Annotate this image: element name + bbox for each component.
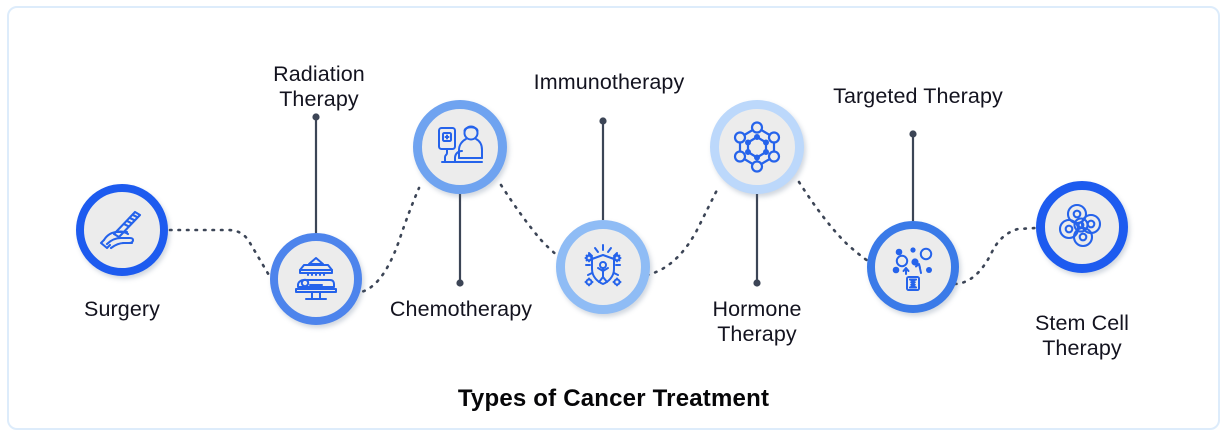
iv-drip-patient-icon (432, 120, 488, 174)
node-label-stem-cell-therapy: Stem Cell Therapy (1034, 311, 1130, 360)
dotted-connector (645, 184, 721, 277)
node-label-targeted-therapy: Targeted Therapy (833, 84, 1003, 108)
node-label-hormone-therapy: Hormone Therapy (712, 297, 802, 346)
node-label-radiation-therapy: Radiation Therapy (273, 62, 365, 111)
leader-dot-chemotherapy (456, 279, 464, 287)
scalpel-hand-icon (95, 203, 149, 257)
dotted-connector (499, 183, 569, 264)
node-label-surgery: Surgery (84, 297, 160, 321)
leader-dot-targeted-therapy (909, 130, 917, 138)
node-hormone-therapy[interactable] (710, 100, 804, 194)
node-label-immunotherapy: Immunotherapy (533, 70, 685, 94)
node-stem-cell-therapy[interactable] (1036, 181, 1128, 273)
immunity-shield-icon (575, 239, 631, 295)
node-radiation-therapy[interactable] (270, 233, 362, 325)
dotted-connector (168, 228, 285, 301)
radiation-machine-icon (288, 253, 344, 305)
leader-dot-hormone-therapy (753, 279, 761, 287)
node-label-chemotherapy: Chemotherapy (389, 297, 533, 321)
leader-dot-radiation-therapy (312, 113, 320, 121)
molecule-ring-icon (729, 119, 785, 175)
node-chemotherapy[interactable] (413, 100, 507, 194)
dotted-connector (797, 180, 880, 269)
node-surgery[interactable] (76, 184, 168, 276)
stem-cells-icon (1055, 200, 1109, 254)
node-immunotherapy[interactable] (556, 220, 650, 314)
node-targeted-therapy[interactable] (867, 221, 959, 313)
targeted-cells-dna-icon (886, 240, 940, 294)
leader-dot-immunotherapy (599, 117, 607, 125)
dotted-connector (353, 186, 421, 295)
page-title: Types of Cancer Treatment (457, 385, 770, 412)
dotted-connector (953, 226, 1038, 286)
